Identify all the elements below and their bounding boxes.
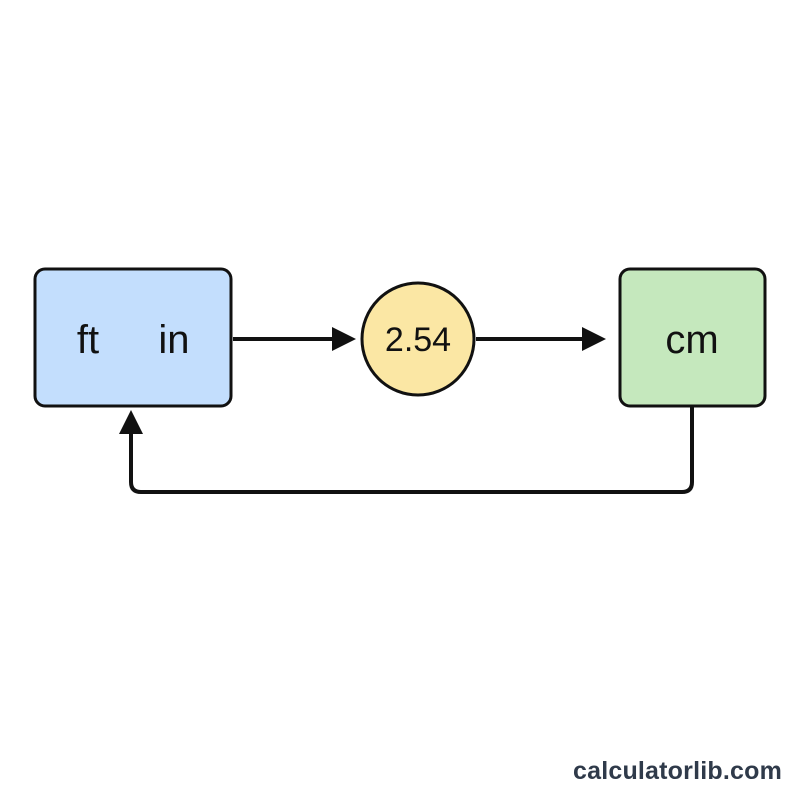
factor-circle bbox=[360, 281, 476, 397]
return-arrow bbox=[119, 406, 694, 494]
inches-label: in bbox=[158, 318, 189, 362]
conversion-factor-node: 2.54 bbox=[360, 281, 476, 397]
feet-inches-node: ft in bbox=[33, 267, 233, 408]
feet-inches-box bbox=[33, 267, 233, 408]
factor-label: 2.54 bbox=[385, 321, 451, 359]
arrow-to-factor bbox=[233, 327, 356, 351]
arrow-to-centimeters bbox=[476, 327, 606, 351]
centimeters-label: cm bbox=[665, 318, 718, 362]
centimeters-node: cm bbox=[618, 267, 767, 408]
site-watermark: calculatorlib.com bbox=[572, 757, 782, 785]
feet-label: ft bbox=[77, 318, 99, 362]
